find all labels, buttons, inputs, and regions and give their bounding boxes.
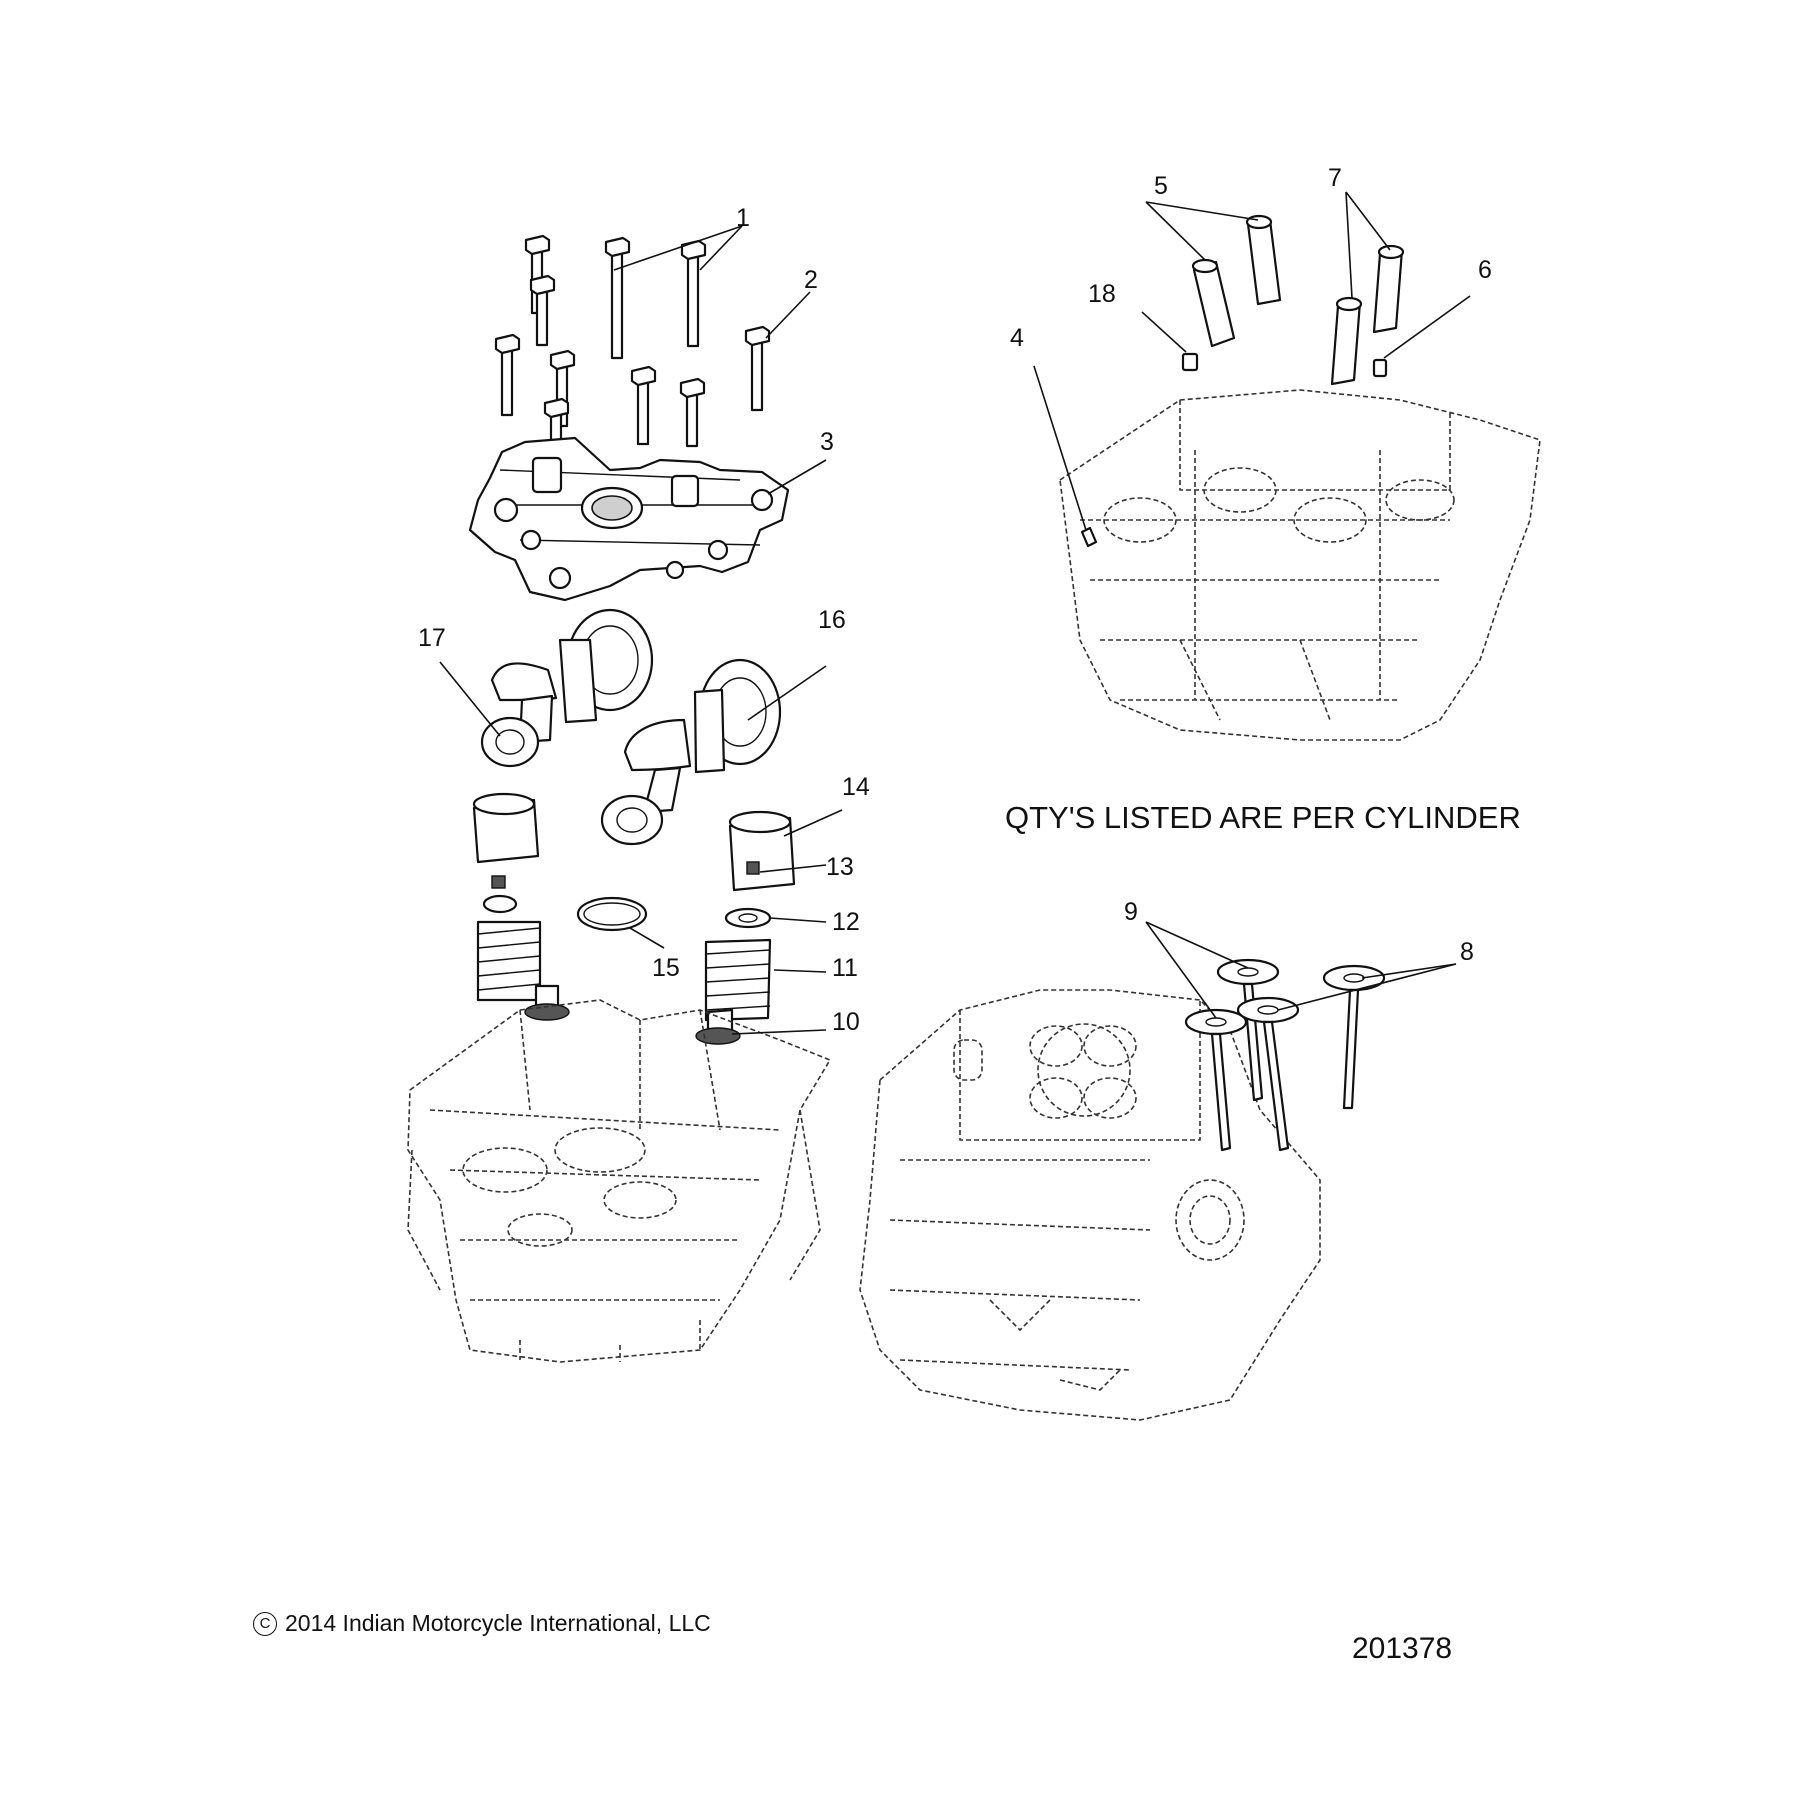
cam-cap <box>468 436 790 602</box>
bolt <box>494 333 521 417</box>
drawing-number: 201378 <box>1352 1632 1453 1665</box>
bolt <box>744 325 771 412</box>
oring <box>576 896 648 932</box>
callout-5: 5 <box>1154 172 1168 200</box>
callout-9: 9 <box>1124 898 1138 926</box>
bolt <box>630 365 657 446</box>
callout-17: 17 <box>418 624 446 652</box>
callout-11: 11 <box>832 954 858 982</box>
callout-8: 8 <box>1460 938 1474 966</box>
bolt <box>604 236 631 360</box>
callout-10: 10 <box>832 1008 860 1036</box>
callout-3: 3 <box>820 428 834 456</box>
callout-7: 7 <box>1328 164 1342 192</box>
callout-18: 18 <box>1088 280 1116 308</box>
cam-cap-bolts <box>494 234 771 466</box>
valve-train-right <box>695 810 796 1045</box>
callout-2: 2 <box>804 266 818 294</box>
bolt <box>679 377 706 448</box>
copyright-icon: C <box>253 1611 277 1636</box>
callout-16: 16 <box>818 606 846 634</box>
cylinder-head-front <box>407 999 831 1363</box>
leader-lines <box>439 191 1471 1035</box>
callout-4: 4 <box>1010 324 1024 352</box>
camshaft-exhaust <box>600 658 782 846</box>
callout-14: 14 <box>842 773 870 801</box>
dowel-pins <box>1080 352 1388 548</box>
bolt <box>529 274 556 347</box>
valve-train-left <box>472 792 570 1021</box>
quantity-note: QTY'S LISTED ARE PER CYLINDER <box>1005 800 1521 835</box>
copyright-text: 2014 Indian Motorcycle International, LL… <box>285 1610 711 1636</box>
callout-13: 13 <box>826 853 854 881</box>
bolt <box>680 239 707 348</box>
copyright-line: C 2014 Indian Motorcycle International, … <box>253 1610 711 1637</box>
valves-intake <box>1236 964 1386 1152</box>
valve-guides <box>1191 214 1405 386</box>
callout-labels: 1 2 3 4 5 6 7 8 9 10 11 12 13 14 15 16 1… <box>418 164 1492 1036</box>
callout-6: 6 <box>1478 256 1492 284</box>
cylinder-head-rear <box>859 989 1321 1421</box>
cylinder-head-upper <box>1059 389 1541 741</box>
callout-1: 1 <box>736 204 750 232</box>
camshaft-intake <box>480 608 654 768</box>
callout-12: 12 <box>832 908 860 936</box>
callout-15: 15 <box>652 954 680 982</box>
